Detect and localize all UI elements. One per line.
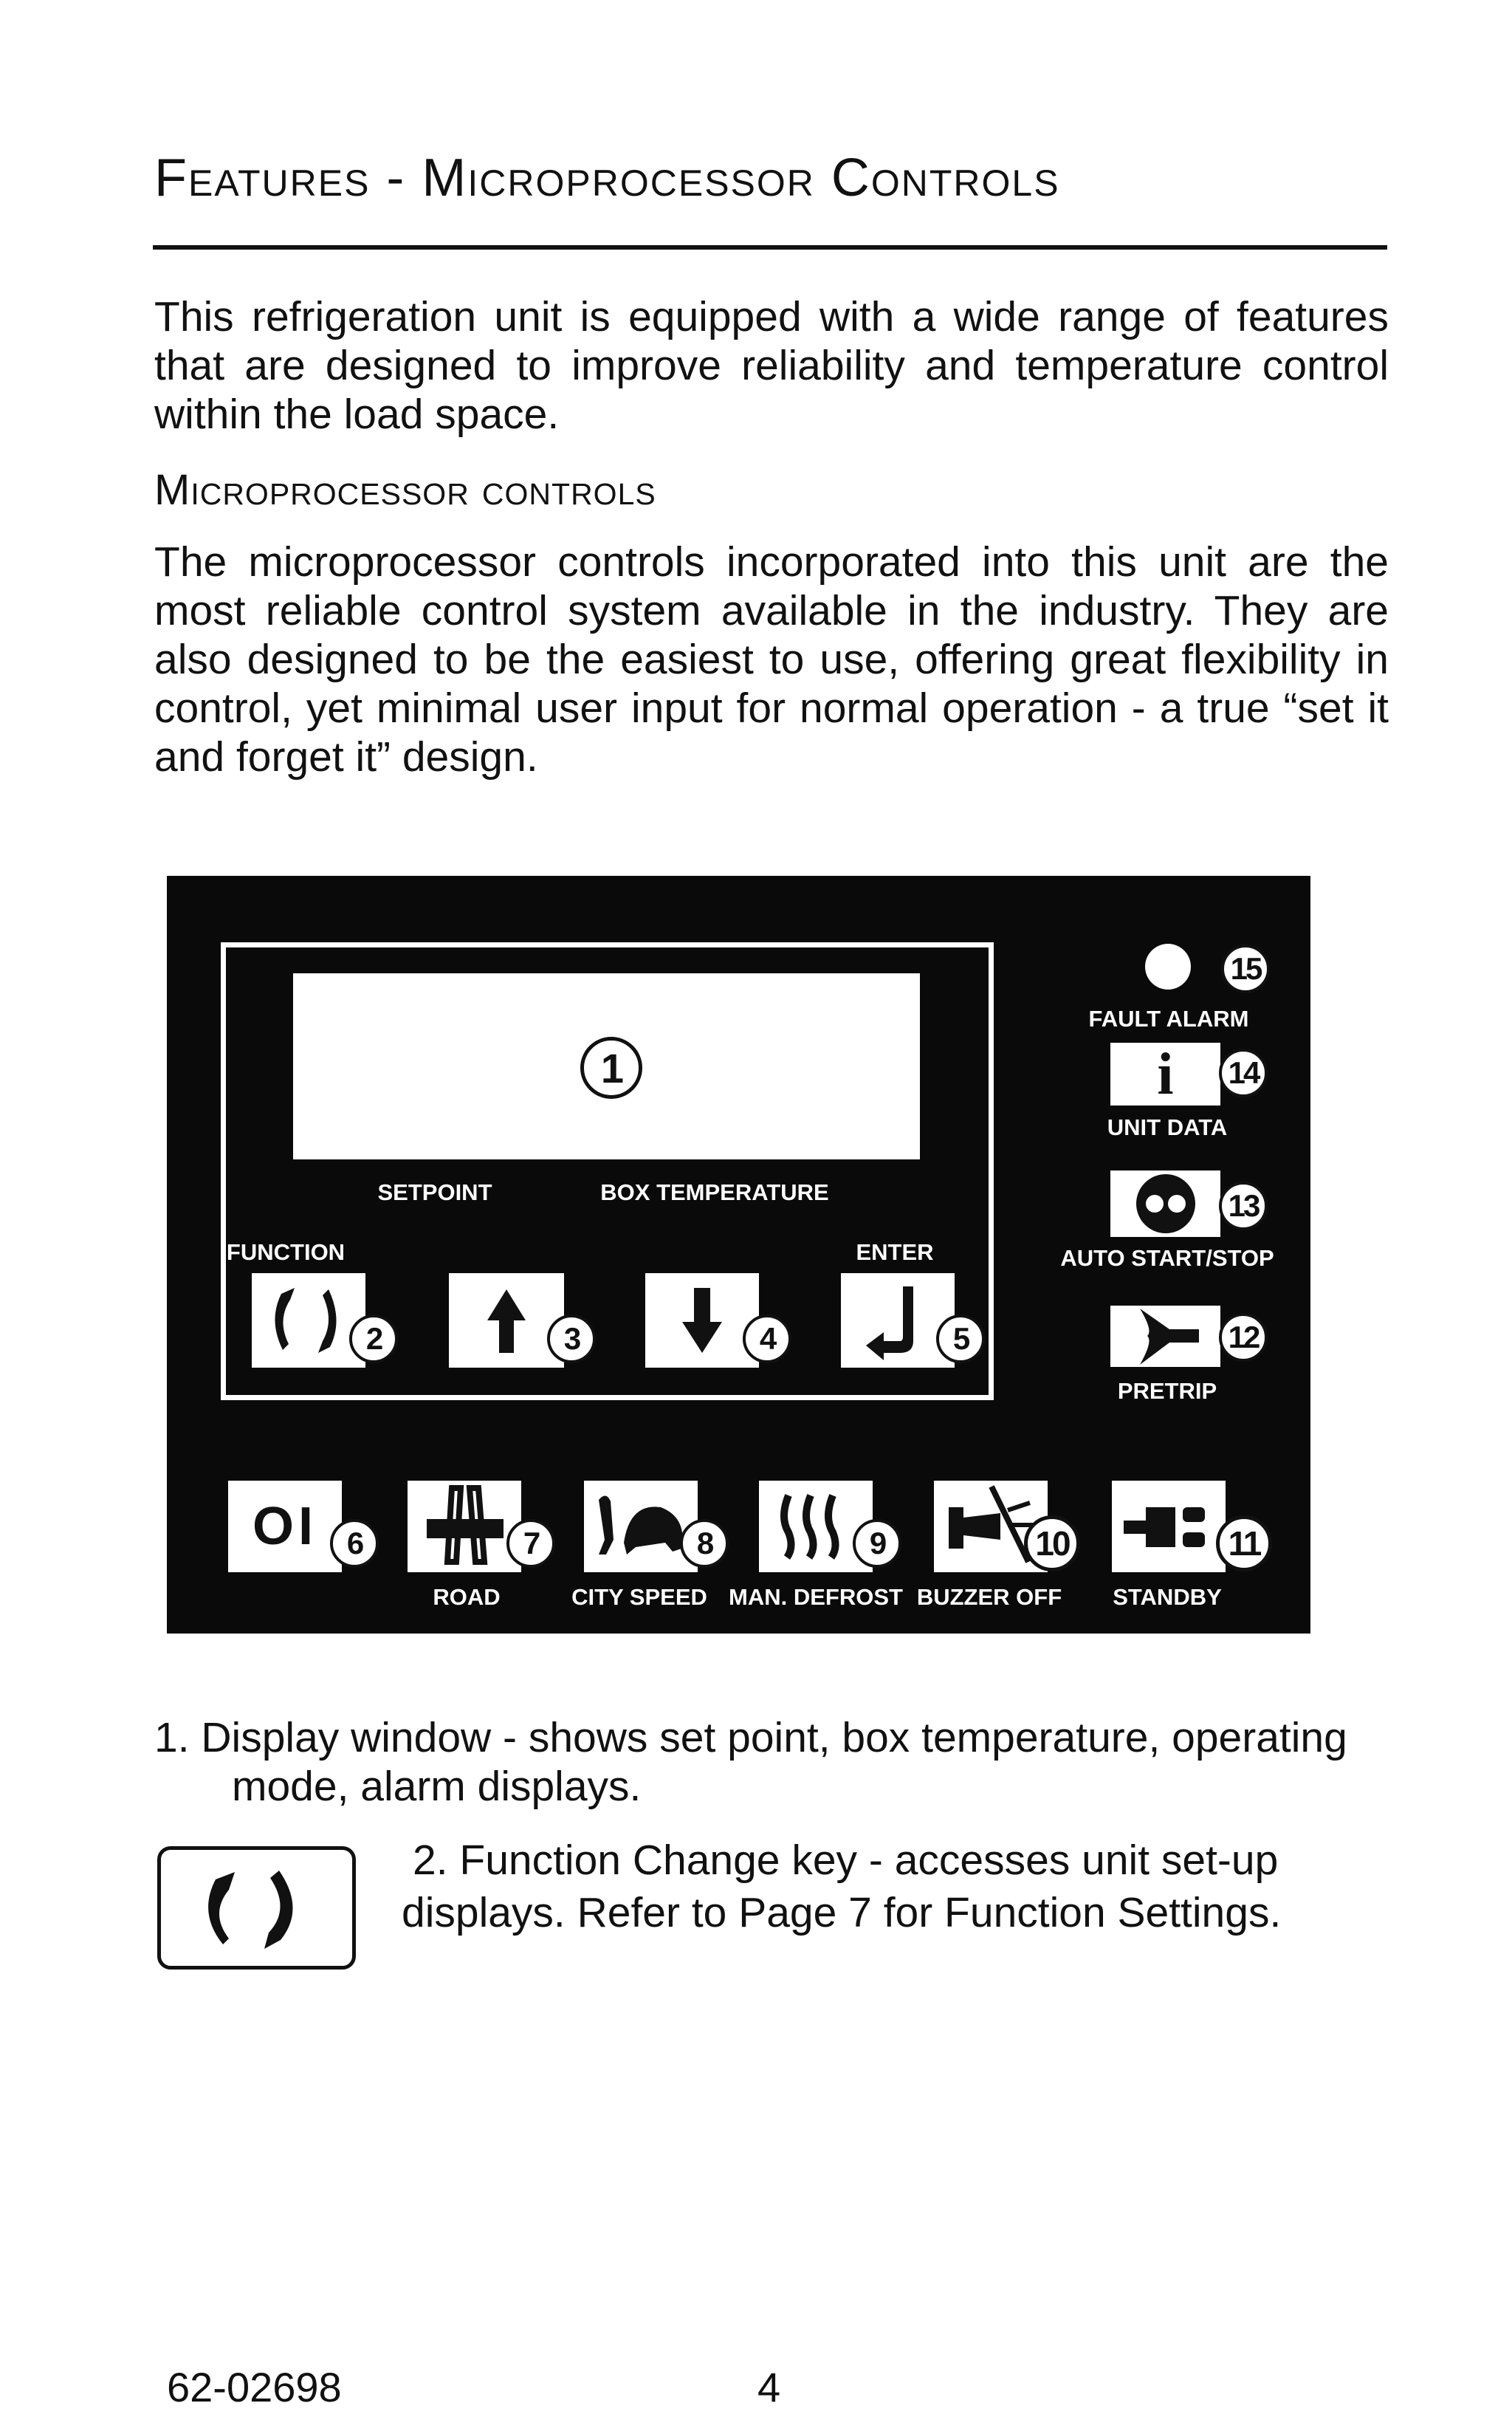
- intro-paragraph: This refrigeration unit is equipped with…: [154, 293, 1389, 438]
- display-frame: [221, 942, 994, 1400]
- city-speed-key[interactable]: [584, 1481, 698, 1572]
- standby-key[interactable]: [1112, 1481, 1226, 1572]
- function-change-icon: [275, 1288, 337, 1353]
- setpoint-label: SETPOINT: [377, 1179, 492, 1205]
- unit-data-label: UNIT DATA: [1107, 1114, 1228, 1140]
- on-off-icon: OI: [252, 1497, 317, 1556]
- section-paragraph: The microprocessor controls incorporated…: [154, 538, 1389, 781]
- badge-4: 4: [743, 1314, 791, 1363]
- badge-9: 9: [853, 1519, 901, 1568]
- road-key[interactable]: [408, 1481, 521, 1572]
- arrow-up-icon: [487, 1289, 526, 1353]
- down-arrow-key[interactable]: [645, 1273, 759, 1368]
- badge-6: 6: [330, 1519, 379, 1568]
- function-change-icon: [208, 1871, 293, 1949]
- road-label: ROAD: [433, 1584, 501, 1610]
- arrow-down-icon: [682, 1288, 722, 1353]
- auto-start-stop-icon: [1136, 1174, 1195, 1233]
- man-defrost-label: MAN. DEFROST: [729, 1584, 903, 1610]
- function-label: FUNCTION: [226, 1239, 346, 1265]
- function-key[interactable]: [252, 1273, 365, 1368]
- unit-data-key[interactable]: i: [1110, 1043, 1220, 1106]
- fault-alarm-led-icon: [1145, 944, 1191, 990]
- title-divider: [153, 245, 1387, 250]
- auto-start-stop-key[interactable]: [1110, 1170, 1220, 1237]
- badge-2: 2: [349, 1314, 398, 1363]
- item-1-line-1: 1. Display window - shows set point, box…: [154, 1714, 1347, 1761]
- badge-7: 7: [506, 1519, 555, 1568]
- standby-label: STANDBY: [1113, 1584, 1222, 1610]
- badge-12: 12: [1219, 1313, 1268, 1362]
- enter-icon: [866, 1286, 913, 1360]
- badge-3: 3: [547, 1314, 596, 1363]
- city-speed-turtle-icon: [599, 1495, 683, 1555]
- box-temperature-label: BOX TEMPERATURE: [600, 1179, 829, 1205]
- page-number: 4: [757, 2364, 781, 2410]
- pretrip-key[interactable]: [1110, 1306, 1220, 1367]
- standby-plug-icon: [1124, 1507, 1205, 1547]
- road-icon: [427, 1485, 504, 1565]
- info-icon: i: [1157, 1041, 1174, 1107]
- buzzer-off-label: BUZZER OFF: [916, 1584, 1062, 1610]
- pretrip-label: PRETRIP: [1117, 1378, 1217, 1404]
- on-off-key[interactable]: OI: [228, 1481, 342, 1572]
- badge-1: 1: [580, 1037, 642, 1099]
- enter-label: ENTER: [856, 1239, 934, 1265]
- document-number: 62-02698: [167, 2364, 342, 2410]
- up-arrow-key[interactable]: [449, 1273, 564, 1368]
- enter-key[interactable]: [841, 1273, 955, 1368]
- section-heading: Microprocessor controls: [154, 466, 656, 514]
- buzzer-off-icon: [949, 1485, 1033, 1563]
- page-title: Features - Microprocessor Controls: [154, 148, 1060, 208]
- badge-10: 10: [1024, 1515, 1080, 1571]
- function-key-illustration: [157, 1846, 356, 1970]
- pretrip-icon: [1140, 1309, 1199, 1365]
- manual-defrost-key[interactable]: [759, 1481, 873, 1572]
- badge-14: 14: [1219, 1049, 1268, 1097]
- city-speed-label: CITY SPEED: [571, 1584, 707, 1610]
- badge-8: 8: [680, 1519, 729, 1568]
- fault-alarm-label: FAULT ALARM: [1088, 1006, 1249, 1032]
- badge-5: 5: [936, 1314, 985, 1363]
- item-2-line-1: 2. Function Change key - accesses unit s…: [413, 1837, 1279, 1884]
- auto-start-stop-label: AUTO START/STOP: [1060, 1245, 1274, 1271]
- badge-11: 11: [1216, 1515, 1272, 1571]
- item-2-line-2: displays. Refer to Page 7 for Function S…: [402, 1889, 1282, 1936]
- defrost-icon: [780, 1494, 839, 1560]
- item-1-line-2: mode, alarm displays.: [232, 1763, 642, 1810]
- badge-13: 13: [1219, 1182, 1268, 1230]
- badge-15: 15: [1221, 945, 1270, 993]
